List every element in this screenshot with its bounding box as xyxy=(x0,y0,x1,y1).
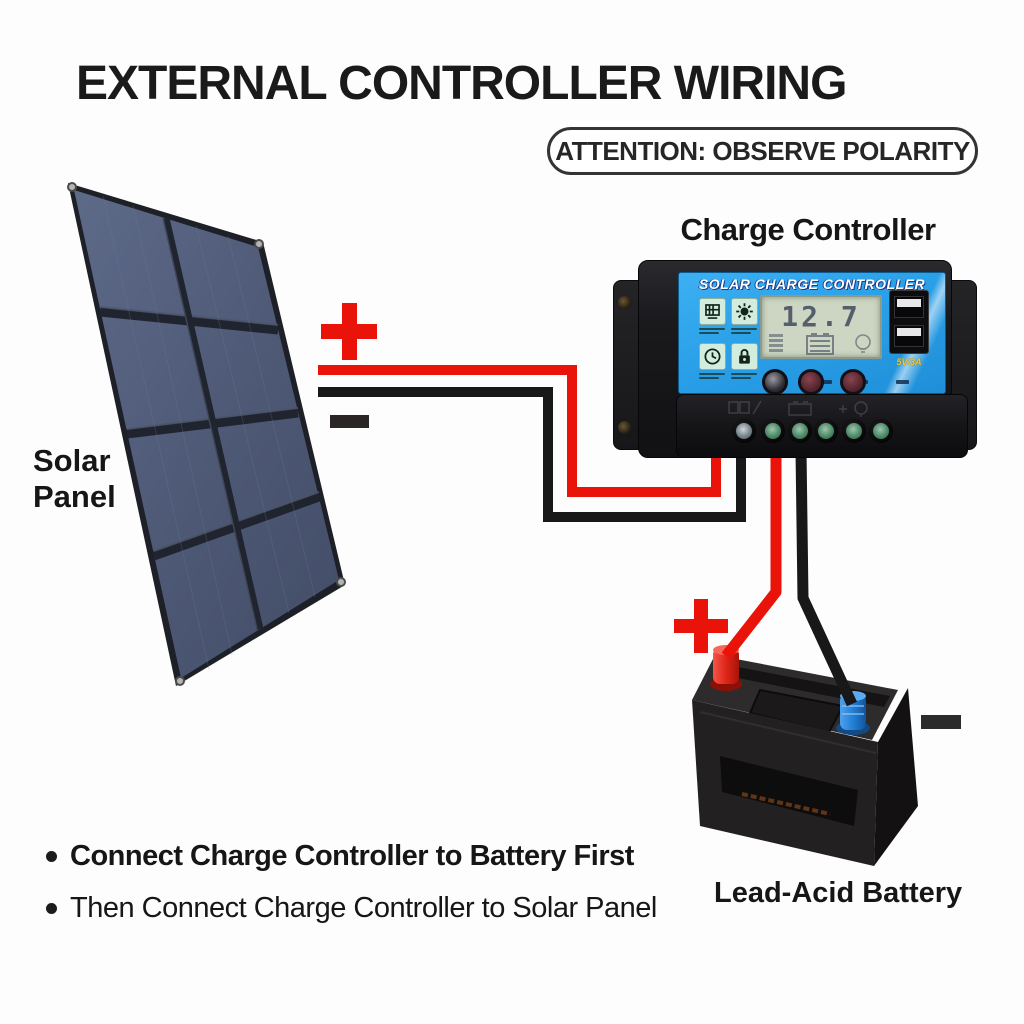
instruction-list: Connect Charge Controller to Battery Fir… xyxy=(46,840,657,944)
down-button xyxy=(840,369,866,395)
solar-positive-symbol xyxy=(321,303,377,360)
lead-acid-battery xyxy=(692,645,918,866)
bullet-icon xyxy=(46,851,57,862)
panel-positive-wire xyxy=(318,365,721,497)
terminal-icons xyxy=(728,400,868,417)
clock-icon xyxy=(699,343,726,370)
battery-negative-wire xyxy=(795,449,857,707)
instruction-text: Connect Charge Controller to Battery Fir… xyxy=(70,840,634,872)
controller-body: SOLAR CHARGE CONTROLLER xyxy=(638,260,968,458)
faceplate-title: SOLAR CHARGE CONTROLLER xyxy=(698,276,926,292)
terminal-block xyxy=(676,394,968,458)
screw-hole xyxy=(618,296,631,309)
terminal-screw xyxy=(732,419,756,443)
solar-panel-label: Solar Panel xyxy=(33,443,116,515)
bullet-icon xyxy=(46,903,57,914)
solar-panel xyxy=(67,182,346,686)
terminal-screw xyxy=(761,419,785,443)
charge-controller-device: SOLAR CHARGE CONTROLLER xyxy=(613,260,977,460)
usb-ports xyxy=(889,290,929,354)
battery-positive-symbol xyxy=(674,599,728,653)
panel-negative-wire xyxy=(318,387,746,522)
battery-negative-symbol xyxy=(921,715,961,729)
terminal-screw xyxy=(814,419,838,443)
lcd-display: 12.7 xyxy=(760,295,882,359)
lcd-glyphs xyxy=(769,333,871,355)
instruction-item: Then Connect Charge Controller to Solar … xyxy=(46,892,657,925)
battery-positive-wire xyxy=(721,450,782,660)
solar-panel-label-line2: Panel xyxy=(33,479,116,514)
terminal-screw xyxy=(842,419,866,443)
screw-hole xyxy=(618,421,631,434)
up-button xyxy=(798,369,824,395)
lock-icon xyxy=(731,343,758,370)
solar-negative-symbol xyxy=(330,415,369,428)
charge-controller-label: Charge Controller xyxy=(680,212,936,247)
lcd-voltage-value: 12.7 xyxy=(781,300,861,333)
attention-badge: ATTENTION: OBSERVE POLARITY xyxy=(547,127,978,175)
page-title: EXTERNAL CONTROLLER WIRING xyxy=(76,57,847,110)
sun-icon xyxy=(731,298,758,325)
attention-badge-text: ATTENTION: OBSERVE POLARITY xyxy=(555,135,970,166)
panel-eyelets xyxy=(67,182,346,686)
terminal-screw xyxy=(869,419,893,443)
instruction-item: Connect Charge Controller to Battery Fir… xyxy=(46,840,657,873)
display-icon xyxy=(699,298,726,325)
menu-button xyxy=(762,369,788,395)
terminal-screw xyxy=(788,419,812,443)
controller-faceplate: SOLAR CHARGE CONTROLLER xyxy=(678,272,946,394)
usb-rating-label: 5V/3A xyxy=(896,357,922,367)
solar-panel-label-line1: Solar xyxy=(33,443,111,478)
instruction-text: Then Connect Charge Controller to Solar … xyxy=(70,892,657,924)
lead-acid-battery-label: Lead-Acid Battery xyxy=(714,877,963,909)
